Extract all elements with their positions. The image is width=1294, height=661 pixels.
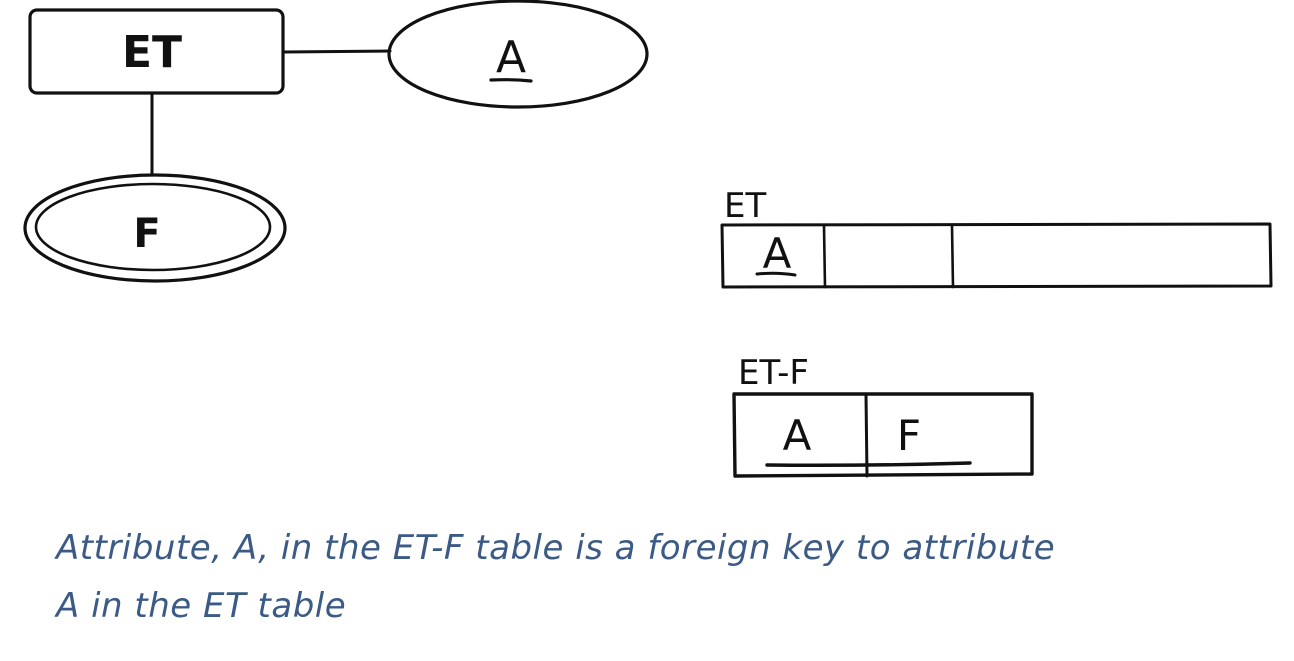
attribute-a-ellipse (387, 0, 649, 109)
table-et-column-a: A (763, 229, 792, 278)
entity-et-label: ET (122, 27, 182, 78)
attribute-f-label: F (133, 211, 160, 257)
table-et-f-column-a: A (783, 411, 812, 460)
attribute-a-key-underline (489, 78, 533, 83)
table-et-divider-1 (822, 224, 827, 289)
table-et-f-key-underline (765, 461, 972, 467)
table-et-divider-2 (950, 224, 955, 289)
table-et-f-column-f: F (897, 411, 921, 460)
table-et-f-divider (864, 393, 869, 478)
entity-et-box (28, 8, 285, 95)
table-et-outline (720, 222, 1273, 289)
table-et-f-outline (732, 392, 1034, 478)
attribute-a-label: A (496, 32, 526, 83)
table-et-name: ET (724, 186, 766, 226)
entity-attribute-a-connector (281, 49, 392, 54)
table-et-key-underline (755, 271, 797, 277)
table-et-f-name: ET-F (738, 353, 809, 393)
attribute-f-inner-ellipse (34, 182, 272, 272)
attribute-f-outer-ellipse (23, 173, 287, 283)
